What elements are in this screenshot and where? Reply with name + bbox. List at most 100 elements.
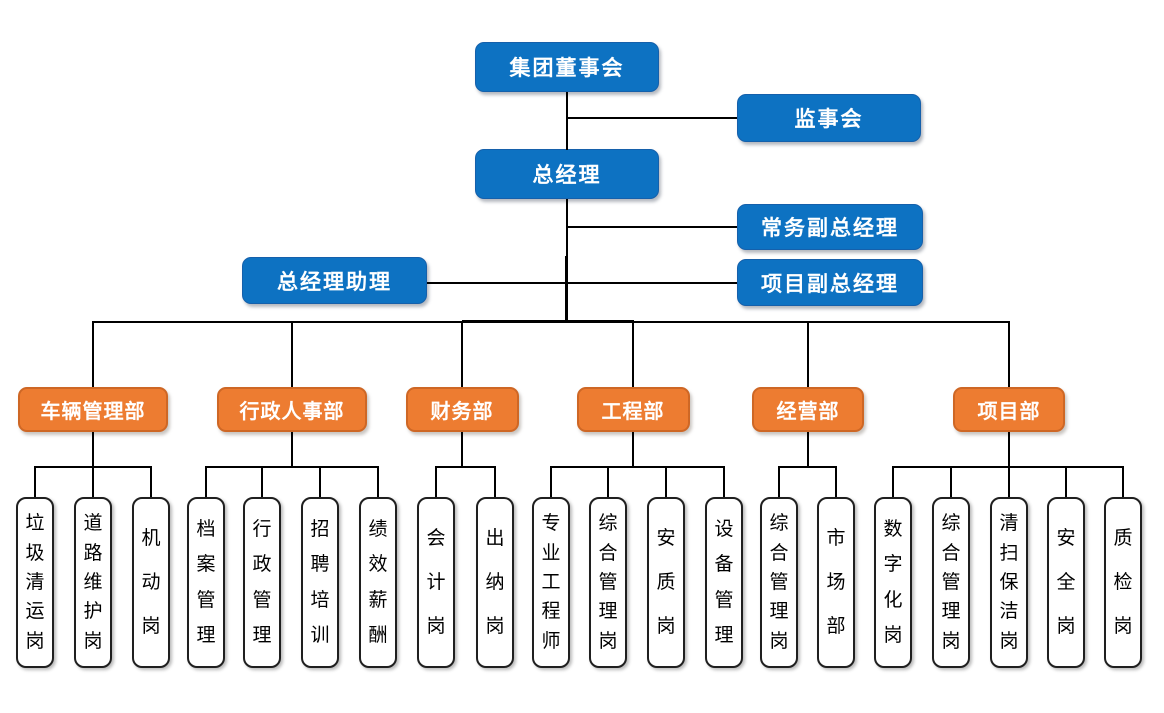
position-char: 市 bbox=[826, 527, 846, 549]
connector-line bbox=[950, 466, 952, 497]
connector-line bbox=[205, 466, 207, 497]
position-char: 管 bbox=[714, 588, 734, 611]
position-char: 纳 bbox=[485, 571, 505, 593]
position-node-3-2: 安质岗 bbox=[647, 497, 685, 668]
position-node-5-1: 综合管理岗 bbox=[932, 497, 970, 668]
position-char: 岗 bbox=[25, 629, 45, 652]
connector-line bbox=[150, 466, 152, 497]
position-char: 岗 bbox=[598, 629, 618, 652]
position-node-1-2: 招聘培训 bbox=[301, 497, 339, 668]
connector-line bbox=[92, 432, 94, 468]
position-node-5-2: 清扫保洁岗 bbox=[990, 497, 1028, 668]
position-char: 道 bbox=[83, 512, 103, 535]
position-char: 护 bbox=[83, 600, 103, 623]
connector-line bbox=[205, 466, 379, 468]
position-char: 岗 bbox=[769, 629, 789, 652]
position-char: 工 bbox=[541, 570, 561, 593]
position-char: 管 bbox=[196, 588, 216, 611]
connector-line bbox=[461, 321, 463, 387]
position-char: 场 bbox=[826, 571, 846, 593]
connector-line bbox=[566, 199, 568, 259]
position-char: 计 bbox=[426, 571, 446, 593]
connector-line bbox=[291, 321, 293, 387]
position-char: 理 bbox=[252, 623, 272, 646]
connector-line bbox=[92, 321, 94, 387]
connector-line bbox=[892, 466, 1124, 468]
position-char: 岗 bbox=[83, 629, 103, 652]
position-node-0-1: 道路维护岗 bbox=[74, 497, 112, 668]
dept-node-4: 经营部 bbox=[752, 387, 864, 432]
position-node-4-0: 综合管理岗 bbox=[760, 497, 798, 668]
position-char: 合 bbox=[941, 541, 961, 564]
dept-node-5: 项目部 bbox=[953, 387, 1065, 432]
position-char: 政 bbox=[252, 553, 272, 576]
connector-line bbox=[377, 466, 379, 497]
position-char: 综 bbox=[598, 512, 618, 535]
position-node-0-0: 垃圾清运岗 bbox=[16, 497, 54, 668]
position-char: 理 bbox=[196, 623, 216, 646]
position-char: 全 bbox=[1056, 571, 1076, 593]
position-node-1-0: 档案管理 bbox=[187, 497, 225, 668]
connector-line bbox=[1065, 466, 1067, 497]
position-char: 质 bbox=[1113, 527, 1133, 549]
position-char: 检 bbox=[1113, 571, 1133, 593]
connector-line bbox=[494, 466, 496, 497]
position-char: 专 bbox=[541, 512, 561, 535]
position-char: 理 bbox=[598, 600, 618, 623]
position-char: 岗 bbox=[426, 615, 446, 637]
node-supervisory-board: 监事会 bbox=[737, 94, 921, 142]
connector-line bbox=[665, 466, 667, 497]
connector-line bbox=[892, 466, 894, 497]
connector-line bbox=[462, 320, 634, 323]
connector-line bbox=[1008, 432, 1010, 468]
connector-line bbox=[632, 321, 634, 387]
position-node-5-0: 数字化岗 bbox=[874, 497, 912, 668]
position-char: 师 bbox=[541, 629, 561, 652]
position-char: 字 bbox=[883, 553, 903, 576]
position-char: 档 bbox=[196, 518, 216, 541]
position-char: 洁 bbox=[999, 600, 1019, 623]
position-char: 岗 bbox=[941, 629, 961, 652]
connector-line bbox=[566, 117, 737, 119]
position-char: 安 bbox=[656, 527, 676, 549]
connector-line bbox=[435, 466, 437, 497]
connector-line bbox=[291, 432, 293, 468]
position-char: 岗 bbox=[656, 615, 676, 637]
position-char: 岗 bbox=[485, 615, 505, 637]
position-char: 聘 bbox=[310, 553, 330, 576]
position-char: 岗 bbox=[1056, 615, 1076, 637]
connector-line bbox=[550, 466, 552, 497]
position-char: 清 bbox=[999, 512, 1019, 535]
position-char: 数 bbox=[883, 518, 903, 541]
position-char: 部 bbox=[826, 615, 846, 637]
position-char: 动 bbox=[141, 571, 161, 593]
node-executive-deputy-gm: 常务副总经理 bbox=[737, 204, 923, 250]
position-char: 合 bbox=[769, 541, 789, 564]
position-char: 绩 bbox=[368, 518, 388, 541]
position-char: 程 bbox=[541, 600, 561, 623]
position-char: 训 bbox=[310, 623, 330, 646]
position-char: 扫 bbox=[999, 541, 1019, 564]
connector-line bbox=[461, 432, 463, 468]
position-char: 运 bbox=[25, 600, 45, 623]
connector-line bbox=[778, 466, 780, 497]
connector-line bbox=[835, 466, 837, 497]
connector-line bbox=[1122, 466, 1124, 497]
position-char: 管 bbox=[769, 570, 789, 593]
position-char: 理 bbox=[769, 600, 789, 623]
connector-line bbox=[1008, 321, 1010, 387]
position-node-2-0: 会计岗 bbox=[417, 497, 455, 668]
position-char: 业 bbox=[541, 541, 561, 564]
position-char: 会 bbox=[426, 527, 446, 549]
position-char: 化 bbox=[883, 588, 903, 611]
position-char: 路 bbox=[83, 541, 103, 564]
position-char: 设 bbox=[714, 518, 734, 541]
position-char: 综 bbox=[769, 512, 789, 535]
connector-line bbox=[807, 321, 809, 387]
position-char: 清 bbox=[25, 570, 45, 593]
position-node-4-1: 市场部 bbox=[817, 497, 855, 668]
position-char: 合 bbox=[598, 541, 618, 564]
dept-node-1: 行政人事部 bbox=[217, 387, 367, 432]
position-char: 管 bbox=[598, 570, 618, 593]
